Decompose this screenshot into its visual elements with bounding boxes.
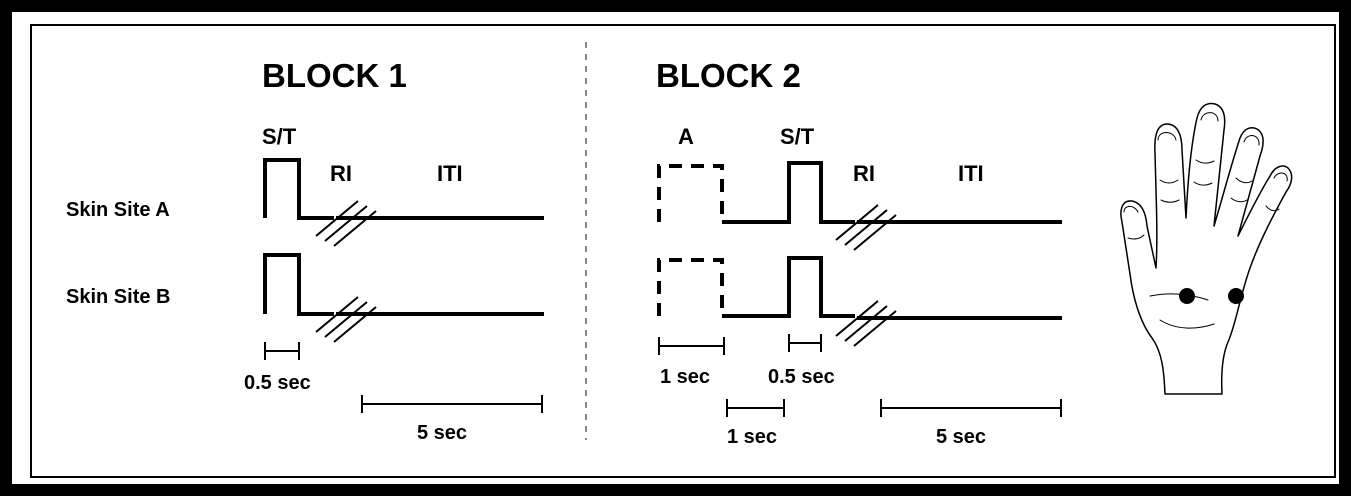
skin-site-a-dot xyxy=(1179,288,1195,304)
block1-st-label: S/T xyxy=(262,124,297,149)
block2-title: BLOCK 2 xyxy=(656,57,801,94)
block1-site-a-break-mark-2 xyxy=(324,205,368,242)
block2-scale-a xyxy=(658,337,725,355)
block1-scale-long xyxy=(361,395,543,413)
block2-iti-label: ITI xyxy=(958,161,984,186)
block1-iti-label: ITI xyxy=(437,161,463,186)
block2-site-b-break-mark-2 xyxy=(844,305,888,342)
block2-site-a-break-mark-2 xyxy=(844,209,888,246)
block2-scale-long-label: 5 sec xyxy=(936,426,986,448)
skin-site-b-dot xyxy=(1228,288,1244,304)
block2-st-label: S/T xyxy=(780,124,815,149)
figure-panel xyxy=(30,24,1336,478)
hand-outline xyxy=(1120,102,1293,395)
skin-site-a-label: Skin Site A xyxy=(66,199,170,221)
block1-site-a-break-mark-3 xyxy=(333,210,377,247)
block2-site-a-break-mark-3 xyxy=(853,214,897,251)
block2-scale-gap-label: 1 sec xyxy=(727,426,777,448)
block1-scale-short-label: 0.5 sec xyxy=(244,372,311,394)
block2-site-b-stimulus xyxy=(722,256,855,318)
block2-site-b-break-mark-1 xyxy=(835,300,879,337)
skin-site-b-label: Skin Site B xyxy=(66,286,170,308)
block2-site-a-stimulus xyxy=(722,161,855,224)
block2-site-b-break-mark-3 xyxy=(853,310,897,347)
block2-scale-a-label: 1 sec xyxy=(660,366,710,388)
block2-site-a-adapting-stimulus xyxy=(657,164,724,222)
block1-ri-label: RI xyxy=(330,161,352,186)
block1-scale-long-label: 5 sec xyxy=(417,422,467,444)
block1-site-b-break-mark-3 xyxy=(333,306,377,343)
block1-site-b-break-mark-1 xyxy=(315,296,359,333)
block2-scale-gap xyxy=(726,399,785,417)
block2-site-b-adapting-stimulus xyxy=(657,258,724,316)
hand-illustration xyxy=(1120,102,1293,395)
block1-site-a-break-mark-1 xyxy=(315,200,359,237)
block2-site-a-break-mark-1 xyxy=(835,204,879,241)
block1-scale-short xyxy=(264,342,300,360)
block1-site-a-stimulus xyxy=(263,158,334,220)
block1-site-b-break-mark-2 xyxy=(324,301,368,338)
block2-scale-long xyxy=(880,399,1062,417)
block2-scale-st xyxy=(788,334,822,352)
block2-a-label: A xyxy=(678,124,694,149)
block1-title: BLOCK 1 xyxy=(262,57,407,94)
block2-scale-st-label: 0.5 sec xyxy=(768,366,835,388)
block2-ri-label: RI xyxy=(853,161,875,186)
block1-site-b-stimulus xyxy=(263,253,334,316)
